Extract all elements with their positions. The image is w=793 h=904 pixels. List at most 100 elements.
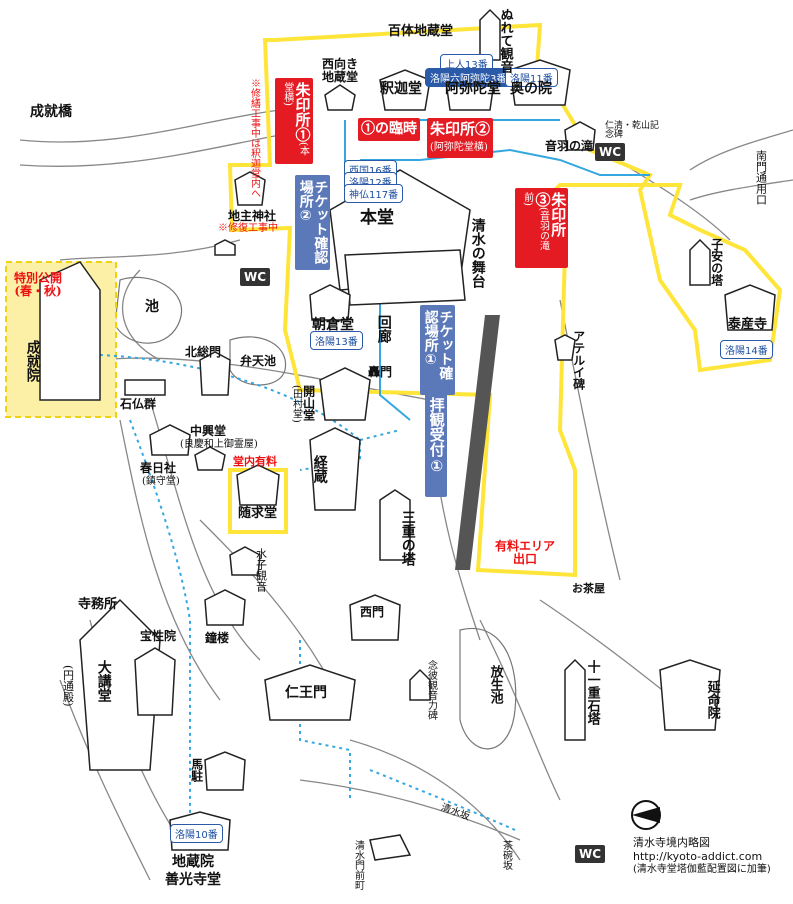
kitasomon-building — [199, 351, 231, 396]
niomon-building — [264, 664, 356, 721]
place-nishimuki: 西向き地蔵堂 — [322, 57, 359, 84]
mizuko-building — [229, 546, 261, 576]
place-sekibutsu: 石仏群 — [120, 397, 157, 411]
goshuin2-label: 朱印所②(阿弥陀堂横) — [427, 118, 494, 158]
chukodo-building — [149, 424, 191, 456]
aterui-stone — [554, 334, 576, 361]
stairs — [455, 315, 500, 570]
map-title: 清水寺境内略図 — [633, 836, 710, 849]
place-jishu: 地主神社 — [228, 209, 277, 223]
saimon-building — [349, 594, 401, 641]
place-entsuden: (円通殿) — [61, 665, 75, 707]
place-kasugasha: 春日社 — [140, 461, 177, 475]
place-asakura: 朝倉堂 — [312, 317, 354, 333]
place-nenbutsu: 念彼観音力碑 — [425, 660, 437, 720]
place-sanju: 三重の塔 — [399, 510, 416, 566]
place-todoromon: 轟門 — [368, 365, 393, 379]
place-jizoin: 地蔵院 — [172, 854, 214, 870]
kaisando-building — [319, 367, 371, 421]
place-jimusho: 寺務所 — [78, 597, 118, 612]
place-kaisando: 開山堂 — [301, 385, 316, 421]
place-koyasu: 子安の塔 — [709, 238, 724, 286]
place-hojoike: 放生池 — [487, 665, 503, 704]
otowa-building — [564, 121, 596, 151]
place-hoshoin: 宝性院 — [140, 629, 177, 643]
kasuga-building — [194, 446, 226, 471]
wc-sign-2: WC — [240, 268, 271, 286]
wc-sign-1: WC — [595, 143, 626, 161]
place-niomon: 仁王門 — [285, 685, 327, 701]
gate-small — [369, 834, 412, 861]
rinji-label: ①の臨時 — [358, 118, 420, 141]
place-jojubashi: 成就橋 — [30, 104, 72, 120]
special-open-label: 特別公開 (春・秋) — [14, 271, 63, 298]
shoro-building — [204, 589, 246, 626]
nenbutsu-stone — [409, 668, 431, 701]
sanju-tower — [379, 489, 411, 561]
place-pond: 池 — [145, 299, 159, 315]
place-umatodome: 馬駐 — [189, 758, 204, 782]
place-juichi: 十一重石塔 — [584, 660, 600, 725]
haikan-box: 拝観受付① — [425, 392, 447, 497]
place-enmeiin: 延命院 — [704, 680, 720, 719]
place-hondo: 本堂 — [360, 208, 394, 228]
place-butai: 清水の舞台 — [469, 218, 486, 288]
place-taisanji: 泰産寺 — [728, 317, 768, 332]
place-bentenike: 弁天池 — [240, 354, 277, 368]
place-saimon: 西門 — [360, 605, 385, 619]
place-okunoin: 奥の院 — [510, 81, 552, 97]
badge-rakuyo14: 洛陽14番 — [720, 340, 773, 359]
wc-sign-3: WC — [575, 845, 606, 863]
place-kitasomon: 北総門 — [185, 345, 222, 359]
taisanji-building — [724, 284, 776, 331]
badge-rakuyo-amida: 洛陽六阿弥陀3番 — [425, 68, 512, 87]
sekibutsu — [124, 379, 166, 396]
place-nurete: ぬれて観音 — [497, 8, 513, 73]
place-kasugasha-sub: (鎮守堂) — [142, 476, 180, 487]
hojo-pond — [459, 627, 517, 750]
place-mizuko: 水子観音 — [254, 548, 268, 592]
enmeiin-building — [659, 659, 721, 731]
place-chukodo-sub: (良慶和上御霊屋) — [180, 439, 258, 450]
shaka-building — [379, 69, 431, 111]
place-kyozo: 経蔵 — [311, 455, 328, 483]
place-tamurado: (田村堂) — [290, 385, 302, 423]
place-shoro: 鐘楼 — [205, 631, 230, 645]
goshuin1-note: ※修繕工事中は釈迦堂内へ — [248, 78, 260, 198]
place-hyakutai: 百体地蔵堂 — [388, 24, 454, 39]
asakura-building — [309, 284, 351, 321]
jojuin-building — [39, 261, 101, 401]
buildings — [39, 8, 776, 861]
place-chukodo: 中興堂 — [190, 424, 227, 438]
place-amida: 阿弥陀堂 — [445, 81, 501, 97]
compass-icon — [631, 800, 661, 830]
kyozo-building — [309, 427, 361, 511]
place-zenkoji: 善光寺堂 — [165, 872, 221, 888]
place-ninsei: 仁清・乾山記念碑 — [605, 121, 660, 141]
juichi-tower — [564, 658, 586, 741]
paid-area-exit: 有料エリア 出口 — [495, 539, 556, 566]
nishimuki-building — [324, 84, 356, 111]
place-shaka: 釈迦堂 — [380, 81, 422, 97]
place-jojuin: 成就院 — [24, 340, 41, 382]
jishu-note: ※修復工事中 — [218, 223, 278, 234]
place-daikodo: 大講堂 — [95, 660, 112, 702]
blue-dotted-routes — [99, 354, 516, 831]
goshuin3-label: 朱印所③(音羽の滝前) — [515, 188, 569, 268]
paid-inside-label: 堂内有料 — [233, 455, 277, 468]
place-minamimon: 南門通用口 — [754, 150, 768, 205]
place-aterui: アテルイ碑 — [571, 330, 586, 390]
place-otowa: 音羽の滝 — [545, 139, 594, 153]
goshuin1-label: 朱印所①(本堂横) — [275, 78, 313, 164]
ticket2-box: チケット確認場所② — [295, 175, 331, 270]
umatodome-building — [204, 751, 246, 791]
place-chawanzaka: 茶碗坂 — [500, 840, 512, 870]
place-zuigudo: 随求堂 — [238, 506, 278, 521]
badge-rakuyo11: 洛陽11番 — [505, 68, 558, 87]
koyasu-tower — [689, 238, 711, 286]
nurete-tower — [479, 8, 501, 61]
ticket1-box: チケット確認場所① — [420, 305, 456, 395]
source-url: http://kyoto-addict.com — [633, 850, 763, 863]
zuigudo-building — [236, 464, 280, 506]
